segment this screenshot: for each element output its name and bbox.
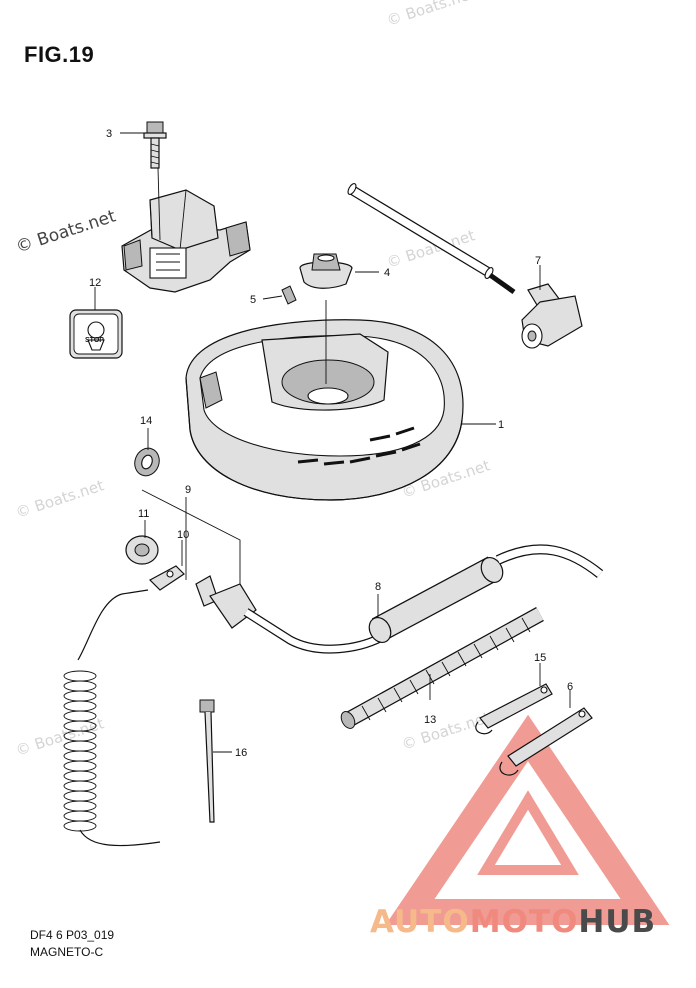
- grommet-part: [125, 535, 159, 565]
- brand-logo: [385, 714, 670, 925]
- figure-name: MAGNETO-C: [30, 945, 104, 959]
- clamp-large-part: [475, 683, 553, 735]
- part-number-1: 1: [498, 419, 504, 431]
- plug-cap-part: [521, 283, 583, 349]
- part-number-9: 9: [185, 484, 191, 496]
- terminal-part: [149, 565, 185, 591]
- leader-lines: [94, 132, 571, 753]
- nut-part: [299, 253, 353, 289]
- part-number-16: 16: [235, 747, 247, 759]
- high-tension-cable: [181, 145, 516, 295]
- brand-part-moto: MOTO: [469, 904, 579, 940]
- part-number-5: 5: [250, 294, 256, 306]
- sleeve-part: [368, 544, 604, 644]
- brand-watermark: AUTOMOTOHUB: [370, 904, 656, 940]
- part-number-6: 6: [567, 681, 573, 693]
- part-number-12: 12: [89, 277, 101, 289]
- part-number-15: 15: [534, 652, 546, 664]
- part-number-3: 3: [106, 128, 112, 140]
- part-number-14: 14: [140, 415, 152, 427]
- protector-part: [340, 606, 544, 729]
- key-part: [281, 285, 297, 305]
- clamp-small-part: [499, 707, 593, 776]
- bolt-part: [143, 121, 167, 169]
- ignition-coil: [121, 167, 251, 293]
- part-number-4: 4: [384, 267, 390, 279]
- figure-title: FIG.19: [24, 42, 95, 67]
- stop-label-text: STOP: [85, 337, 104, 344]
- cable-tie-part: [199, 699, 215, 823]
- part-number-10: 10: [177, 529, 189, 541]
- stop-label-part: [69, 309, 123, 359]
- part-number-8: 8: [375, 581, 381, 593]
- washer-part: [134, 447, 160, 477]
- lead-wire-part: [63, 575, 383, 847]
- flywheel-part: [185, 319, 464, 501]
- figure-code: DF4 6 P03_019: [30, 928, 115, 942]
- part-number-13: 13: [424, 714, 436, 726]
- part-number-7: 7: [535, 255, 541, 267]
- part-number-11: 11: [138, 508, 149, 520]
- brand-part-auto: AUTO: [370, 904, 470, 940]
- brand-part-hub: HUB: [578, 904, 657, 940]
